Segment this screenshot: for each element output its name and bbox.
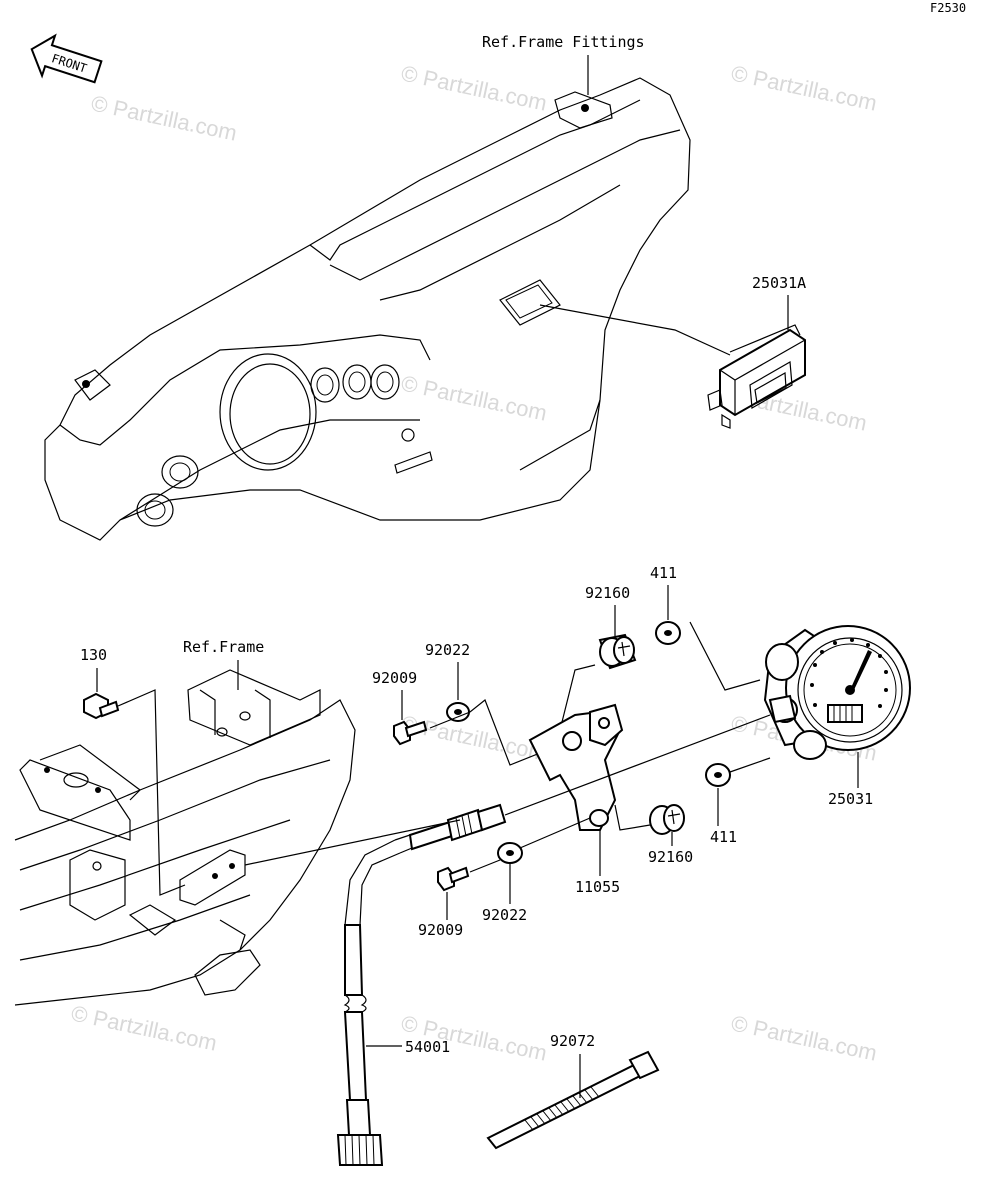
part-label-411-bot: 411: [710, 828, 737, 846]
part-label-11055: 11055: [575, 878, 620, 896]
watermark: © Partzilla.com: [69, 1000, 219, 1055]
watermark: © Partzilla.com: [729, 60, 879, 115]
part-label-92160-top: 92160: [585, 584, 630, 602]
part-130-bolt: [83, 692, 120, 720]
part-label-92009-bot: 92009: [418, 921, 463, 939]
leader-line: [429, 699, 561, 766]
leader-line: [689, 621, 761, 691]
leader-line: [117, 689, 186, 896]
watermarks: © Partzilla.com © Partzilla.com © Partzi…: [69, 60, 879, 1065]
part-25031A-indicator: [707, 324, 806, 429]
front-arrow: FRONT: [30, 33, 103, 84]
ref-frame-fittings-label: Ref.Frame Fittings: [482, 33, 645, 51]
part-92160-top-grommet: [598, 633, 637, 670]
watermark: © Partzilla.com: [399, 710, 549, 765]
part-label-130: 130: [80, 646, 107, 664]
leader-line: [504, 714, 771, 816]
leader-line: [244, 819, 461, 866]
watermark: © Partzilla.com: [729, 1010, 879, 1065]
part-label-411-top: 411: [650, 564, 677, 582]
part-label-92009-top: 92009: [372, 669, 417, 687]
watermark: © Partzilla.com: [399, 370, 549, 425]
part-label-92160-bot: 92160: [648, 848, 693, 866]
part-label-25031A: 25031A: [752, 274, 806, 292]
part-label-25031: 25031: [828, 790, 873, 808]
dash-cover: [44, 77, 691, 541]
part-label-92022-top: 92022: [425, 641, 470, 659]
part-92022-bot-washer: [497, 842, 523, 864]
figure-code: F2530: [930, 1, 966, 15]
leader-line: [614, 804, 651, 831]
part-92009-top-screw: [393, 720, 428, 746]
leader-line: [519, 817, 591, 849]
part-label-54001: 54001: [405, 1038, 450, 1056]
part-92160-bot-grommet: [649, 804, 685, 835]
part-411-bot-washer: [705, 763, 731, 787]
frame: [14, 669, 356, 1006]
leader-line: [729, 757, 771, 773]
part-25031-speedometer: [763, 625, 911, 760]
leader-line: [539, 304, 731, 356]
part-label-92022-bot: 92022: [482, 906, 527, 924]
part-92009-bot-screw: [437, 866, 470, 892]
part-label-92072: 92072: [550, 1032, 595, 1050]
watermark: © Partzilla.com: [89, 90, 239, 145]
part-92072-cable-tie: [486, 1050, 660, 1150]
watermark: © Partzilla.com: [399, 60, 549, 115]
leader-line: [469, 859, 501, 873]
part-411-top-washer: [655, 621, 681, 645]
part-92022-top-washer: [446, 702, 470, 722]
ref-frame-label: Ref.Frame: [183, 638, 264, 656]
part-11055-bracket: [528, 703, 624, 831]
part-54001-cable: [336, 803, 507, 1166]
